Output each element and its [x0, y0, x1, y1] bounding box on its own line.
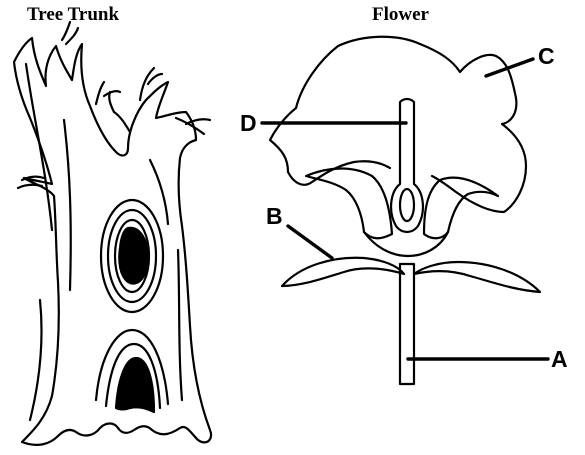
bark-grain	[30, 300, 42, 420]
leaf-left	[282, 258, 404, 286]
back-petal	[270, 108, 390, 185]
leader-lines	[262, 59, 548, 359]
tree-branch	[104, 91, 120, 96]
receptacle	[364, 232, 448, 256]
tree-branch	[96, 82, 104, 104]
tree-trunk-illustration	[14, 22, 211, 445]
flower-illustration	[270, 37, 540, 384]
pistil	[391, 99, 423, 232]
knot-hole	[119, 228, 148, 284]
tree-branch	[62, 22, 70, 40]
bark-grain	[64, 120, 71, 290]
label-a: A	[551, 348, 568, 371]
bark-grain	[26, 64, 52, 230]
label-b: B	[266, 205, 283, 228]
leader-line-b	[288, 226, 332, 258]
leaf-right	[414, 262, 540, 292]
bark-grain	[178, 250, 182, 400]
ovary	[400, 189, 414, 221]
tree-branch	[114, 112, 130, 132]
tree-hollow	[116, 358, 154, 412]
tree-branch	[18, 185, 42, 188]
stem	[400, 264, 414, 384]
tree-branch	[109, 92, 114, 112]
tree-branch	[186, 119, 210, 124]
front-petal-left	[306, 169, 392, 239]
label-c: C	[538, 45, 555, 68]
label-d: D	[240, 112, 257, 135]
tree-branch	[148, 74, 162, 84]
